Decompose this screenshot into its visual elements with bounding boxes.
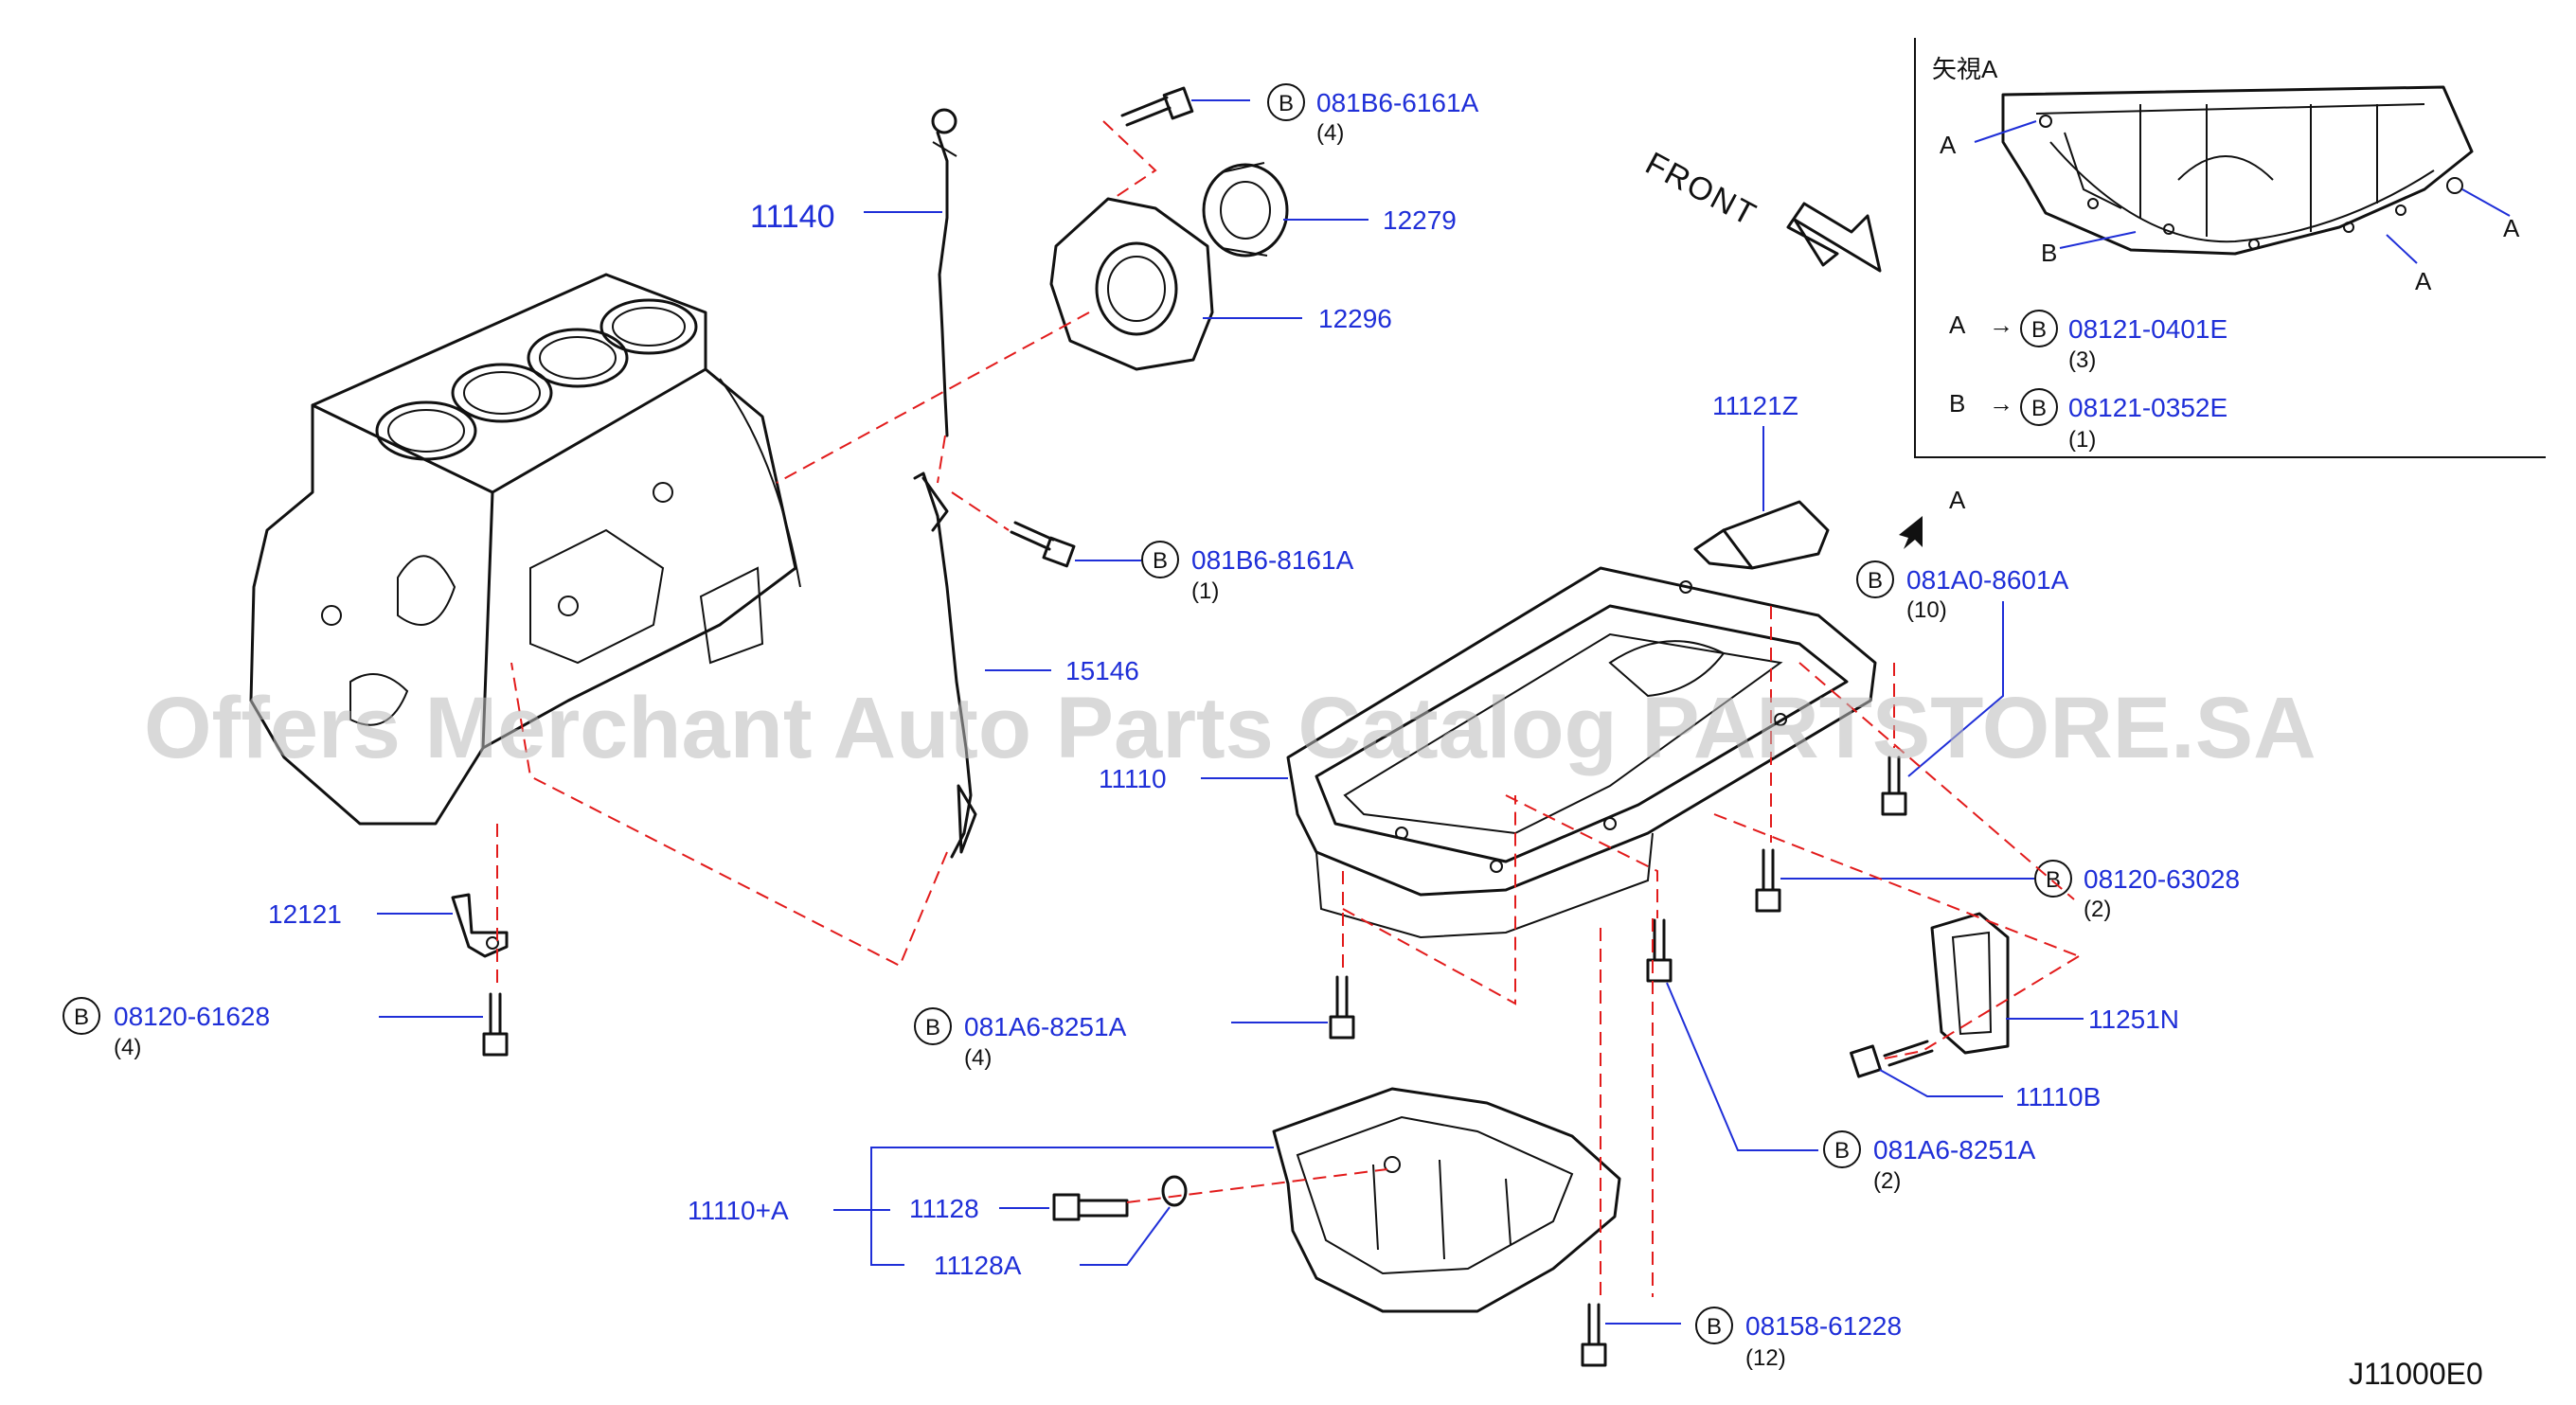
bolt-icon [1329,975,1355,1040]
bolt-qty: (4) [114,1035,141,1060]
inset-label-a-left: A [1940,131,1957,159]
part-12279[interactable]: 12279 [1383,205,1457,235]
bolt-qty: (4) [964,1045,992,1071]
front-label: FRONT [1639,146,1762,234]
cylinder-block-drawing [249,273,801,826]
bolt-icon [1755,848,1781,913]
lower-oil-pan-drawing [1272,1087,1621,1313]
inset-row-qty: (3) [2068,347,2096,373]
bolt-part-number[interactable]: 081B6-6161A [1316,88,1479,117]
part-11128[interactable]: 11128 [909,1194,979,1223]
dipstick-guide-drawing [913,471,977,859]
bolt-part-number[interactable]: 081A6-8251A [964,1012,1127,1041]
baffle-11251N-drawing [1930,912,2010,1055]
inset-row-arrow: → [1989,389,2013,418]
bolt-callout-08158-61228: B 08158-61228 (12) [1695,1307,1902,1371]
b-circle-letter: B [1707,1314,1722,1340]
b-circle-letter: B [925,1015,940,1040]
bolt-part-number[interactable]: 081B6-8161A [1191,545,1354,575]
oil-seal-drawing [1202,162,1289,258]
watermark: Offers Merchant Auto Parts Catalog PARTS… [144,680,2317,776]
bolt-part-number[interactable]: 08120-61628 [114,1002,270,1031]
bolt-qty: (12) [1745,1345,1786,1371]
inset-row-qty: (1) [2068,427,2096,453]
bolt-part-number[interactable]: 08158-61228 [1745,1311,1902,1341]
bolt-callout-081B6-8161A: B 081B6-8161A (1) [1141,541,1354,604]
bolt-callout-081B6-6161A: B 081B6-6161A (4) [1267,83,1479,146]
bolt-icon [1881,756,1907,816]
bolt-icon [1581,1303,1607,1367]
bolt-part-number[interactable]: 081A6-8251A [1873,1135,2036,1165]
bolt-icon [1010,521,1076,568]
b-circle-letter: B [1834,1138,1850,1164]
bolt-icon [482,992,509,1057]
bolt-icon [1850,1040,1934,1078]
dipstick-drawing [931,108,957,437]
inset-row-key: A [1949,311,1966,339]
inset-row-a: A → B 08121-0401E (3) [1949,310,2227,373]
sealant-tube-drawing [1693,500,1830,570]
bracket-12121-drawing [451,893,509,958]
inset-row-part-number[interactable]: 08121-0401E [2068,314,2227,344]
upper-oil-pan-drawing [1286,566,1877,939]
front-arrow-icon [1786,202,1882,273]
inset-label-b: B [2041,239,2057,267]
part-11140[interactable]: 11140 [750,199,835,235]
bolt-part-number[interactable]: 08120-63028 [2084,864,2240,894]
bolt-callout-081A6-8251A-2: B 081A6-8251A (2) [1823,1130,2036,1194]
view-a-arrow-icon [1899,516,1923,549]
bolt-part-number[interactable]: 081A0-8601A [1906,565,2069,595]
b-circle-letter: B [1279,91,1294,116]
part-11110A[interactable]: 11110+A [688,1196,789,1225]
b-circle-letter: B [1868,568,1883,594]
inset-row-b: B → B 08121-0352E (1) [1949,388,2227,453]
part-11110[interactable]: 11110 [1099,764,1167,793]
part-11110B[interactable]: 11110B [2015,1082,2101,1112]
bolt-qty: (2) [2084,897,2111,922]
inset-label-a-right: A [2503,214,2520,242]
bolt-qty: (1) [1191,578,1219,604]
inset-row-b-letter: B [2031,396,2047,421]
bolt-callout-081A0-8601A: B 081A0-8601A (10) [1856,560,2069,623]
seal-retainer-drawing [1049,197,1214,371]
bolt-callout-08120-63028: B 08120-63028 (2) [2034,860,2240,922]
part-11128A[interactable]: 11128A [934,1251,1022,1280]
b-circle-letter: B [2046,867,2061,893]
drain-plug-drawing [1052,1175,1188,1221]
bolt-icon [1120,86,1194,127]
inset-block-bottom-drawing [2001,85,2474,256]
part-12296[interactable]: 12296 [1318,304,1392,333]
diagram-code: J11000E0 [2349,1357,2483,1391]
bolt-qty: (2) [1873,1168,1901,1194]
inset-title: 矢視A [1932,55,1998,83]
inset-row-b-letter: B [2031,317,2047,343]
b-circle-letter: B [1153,548,1168,574]
inset-view-a: 矢視A A A A B A → B 08121-04 [1914,38,2546,458]
inset-row-key: B [1949,389,1965,418]
part-11121Z[interactable]: 11121Z [1712,391,1798,420]
bolt-icon [1646,918,1673,983]
b-circle-letter: B [74,1005,89,1030]
part-15146[interactable]: 15146 [1065,656,1139,685]
part-11251N[interactable]: 11251N [2088,1005,2179,1034]
bolt-callout-08120-61628: B 08120-61628 (4) [63,997,270,1060]
view-a-arrow-label: A [1949,486,1966,514]
inset-row-part-number[interactable]: 08121-0352E [2068,393,2227,422]
assembly-guide-lines [496,120,2080,1302]
part-12121[interactable]: 12121 [268,899,342,929]
inset-row-arrow: → [1989,311,2013,339]
inset-label-a-bottom: A [2415,267,2432,295]
bolt-qty: (10) [1906,597,1947,623]
bolt-qty: (4) [1316,120,1344,146]
bolt-callout-081A6-8251A-4: B 081A6-8251A (4) [914,1007,1127,1071]
